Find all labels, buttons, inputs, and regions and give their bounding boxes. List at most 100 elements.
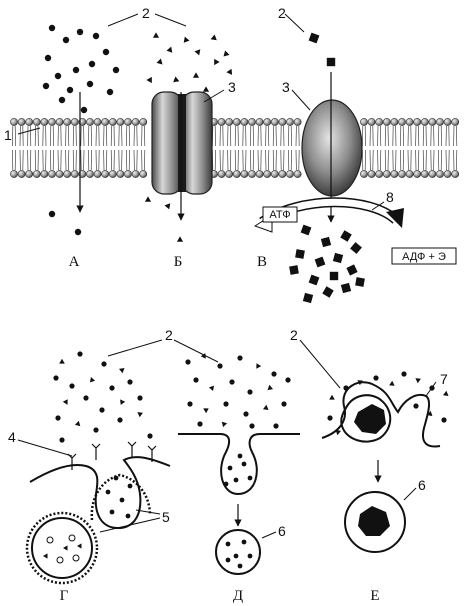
- molecule-triangle: [192, 72, 200, 78]
- molecule-dot: [241, 539, 247, 545]
- molecule-triangle: [59, 358, 65, 364]
- lipid-tail: [65, 149, 70, 171]
- molecule-dot: [225, 557, 231, 563]
- panel-label-d: Д: [233, 588, 243, 604]
- lipid-head: [25, 118, 34, 126]
- molecule-triangle: [120, 399, 126, 405]
- lipid-head: [367, 118, 376, 126]
- label-1: 1: [4, 127, 12, 143]
- label-2-d: 2: [290, 327, 298, 343]
- molecule-dot: [76, 28, 84, 36]
- molecule-triangle: [63, 545, 68, 551]
- molecule-triangle: [173, 76, 180, 83]
- molecule-dot: [233, 553, 239, 559]
- molecule-dot: [429, 385, 435, 391]
- lipid-tail: [110, 125, 115, 147]
- lipid-tail: [400, 125, 404, 147]
- lipid-head: [255, 170, 264, 178]
- lipid-head: [131, 170, 140, 178]
- lipid-head: [420, 118, 429, 126]
- molecule-triangle: [329, 394, 335, 400]
- lipid-tail: [415, 149, 420, 171]
- molecule-dot: [401, 371, 407, 377]
- lipid-head: [124, 118, 132, 126]
- molecule-ring: [68, 534, 76, 542]
- lipid-tail: [126, 149, 130, 171]
- lipid-tail: [422, 125, 427, 147]
- lipid-head: [17, 118, 26, 126]
- molecule-dot: [127, 483, 133, 489]
- molecule-triangle: [208, 385, 215, 391]
- lipid-tail: [422, 149, 427, 171]
- lipid-tail: [88, 125, 92, 147]
- lipid-head: [25, 170, 34, 178]
- atp-label: АТФ: [269, 209, 290, 221]
- lipid-head: [286, 170, 294, 178]
- molecule-ring: [72, 554, 80, 562]
- lipid-tail: [219, 125, 224, 147]
- molecule-triangle: [119, 368, 125, 374]
- molecule-square: [308, 32, 320, 44]
- lipid-head: [278, 118, 287, 126]
- molecule-triangle: [210, 34, 217, 41]
- lipid-tail: [12, 149, 16, 171]
- molecule-triangle: [221, 421, 228, 428]
- molecule-dot: [66, 86, 74, 94]
- lipid-tail: [234, 125, 239, 147]
- lipid-head: [40, 170, 49, 178]
- molecule-triangle: [164, 203, 171, 210]
- molecule-triangle: [152, 32, 160, 38]
- lipid-tail: [369, 125, 374, 147]
- molecule-dot: [237, 563, 243, 569]
- molecule-dot: [249, 423, 255, 429]
- lipid-tail: [27, 149, 32, 171]
- lipid-tail: [141, 125, 146, 147]
- molecule-dot: [233, 477, 239, 483]
- endocytosis-g: [25, 456, 171, 585]
- molecule-dot: [223, 481, 229, 487]
- molecule-dot: [137, 395, 143, 401]
- molecule-triangle: [443, 390, 449, 396]
- molecule-dot: [193, 377, 199, 383]
- lipid-head: [108, 170, 117, 178]
- lipid-head: [405, 118, 414, 126]
- molecule-dot: [109, 385, 115, 391]
- molecule-square: [326, 57, 336, 67]
- lipid-head: [360, 170, 368, 178]
- lipid-tail: [95, 125, 100, 147]
- lipid-head: [382, 118, 391, 126]
- channel-protein: [151, 91, 213, 195]
- lipid-head: [398, 118, 406, 126]
- lipid-head: [108, 118, 117, 126]
- lipid-head: [420, 170, 429, 178]
- molecule-dot: [112, 66, 120, 74]
- lipid-tail: [212, 149, 216, 171]
- lipid-head: [116, 170, 125, 178]
- lipid-head: [217, 170, 226, 178]
- lipid-head: [390, 170, 399, 178]
- lipid-head: [263, 118, 272, 126]
- lipid-tail: [384, 125, 389, 147]
- molecule-dot: [117, 417, 123, 423]
- lipid-tail: [430, 125, 435, 147]
- lipid-head: [101, 170, 110, 178]
- lipid-head: [413, 118, 422, 126]
- lipid-head: [443, 118, 452, 126]
- molecule-dot: [59, 437, 65, 443]
- lipid-head: [40, 118, 49, 126]
- molecule-dot: [88, 60, 96, 68]
- lipid-head: [255, 118, 264, 126]
- panel-label-v: В: [257, 254, 267, 270]
- molecule-dot: [217, 363, 223, 369]
- transport-arrows: [76, 72, 335, 223]
- lipid-head: [124, 170, 132, 178]
- lipid-head: [436, 118, 444, 126]
- lipid-tail: [65, 125, 70, 147]
- panel-label-a: А: [69, 254, 80, 270]
- molecule-dot: [48, 24, 56, 32]
- lipid-tail: [438, 149, 442, 171]
- lipid-head: [367, 170, 376, 178]
- lipid-head: [70, 170, 79, 178]
- lipid-tail: [50, 125, 54, 147]
- molecule-dot: [237, 453, 243, 459]
